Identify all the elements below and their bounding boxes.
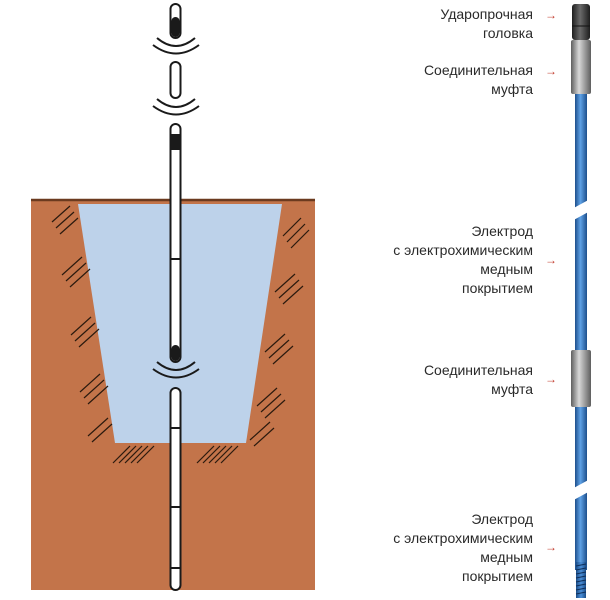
- arrow-right-icon: →: [545, 8, 557, 22]
- arrow-right-icon: →: [545, 540, 557, 554]
- label-bottom-electrode: Электрод с электрохимическим медным покр…: [393, 511, 533, 584]
- top-coupling: [571, 40, 591, 94]
- label-top-electrode: Электрод с электрохимическим медным покр…: [393, 223, 533, 296]
- label-strike-head: Ударопрочная головка: [440, 6, 533, 41]
- middle-coupling: [571, 350, 591, 407]
- label-top-coupling: Соединительная муфта: [423, 62, 533, 97]
- arrow-right-icon: →: [545, 64, 557, 78]
- rod-assembly: [570, 30, 592, 598]
- head-segment: [169, 3, 182, 39]
- hammer-blow-icon: [152, 37, 200, 379]
- arrow-right-icon: →: [545, 372, 557, 386]
- hatch-marks: [51, 205, 310, 464]
- coupling-segment: [169, 61, 182, 99]
- upper-electrode: [169, 123, 182, 363]
- strike-head: [572, 4, 590, 40]
- arrow-right-icon: →: [545, 253, 557, 267]
- lower-electrode: [169, 387, 182, 591]
- label-middle-coupling: Соединительная муфта: [423, 362, 533, 397]
